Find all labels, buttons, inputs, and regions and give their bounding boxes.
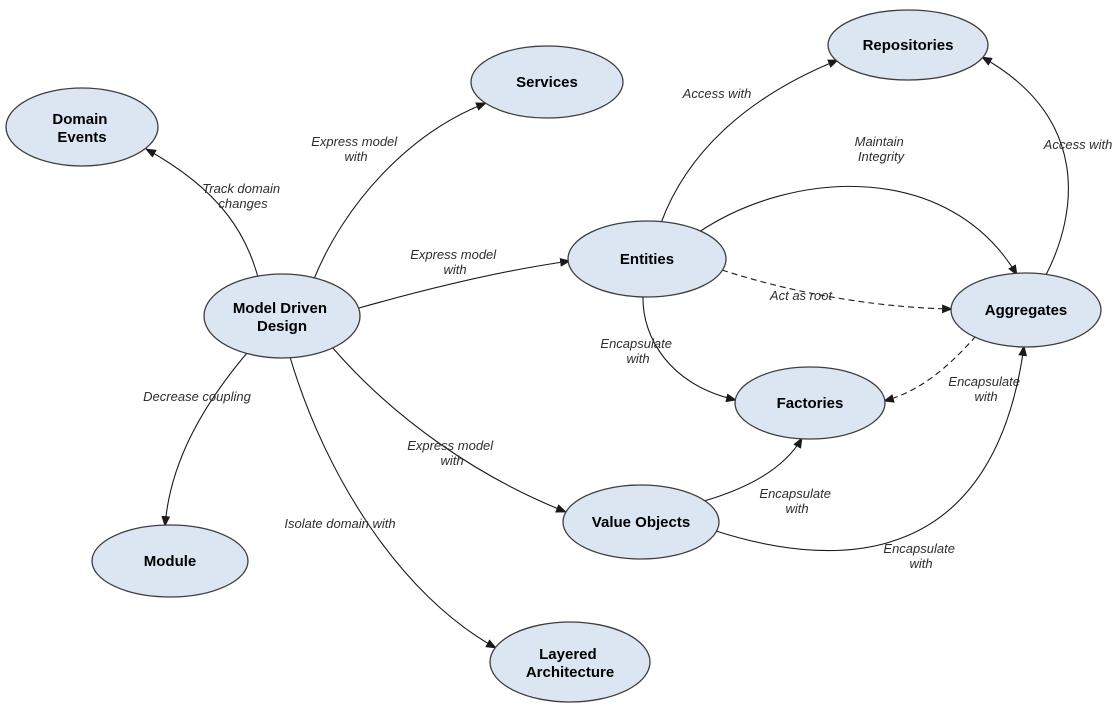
edge-aggregates-factories: Encapsulate with [882,335,1023,404]
node-aggregates-label: Aggregates [985,302,1068,319]
node-entities: Entities [567,220,727,298]
node-domain-events-shape [5,87,159,167]
edge-mdd-domain-events: Track domain changes [145,148,283,282]
node-repositories: Repositories [827,9,989,81]
edge-aggregates-repositories-line [981,56,1069,276]
node-module-label: Module [144,553,197,570]
node-repositories-shape [827,9,989,81]
edge-mdd-domain-events-label: Track domain changes [202,181,283,211]
edge-value-objects-factories-label: Encapsulate with [759,486,834,516]
edge-entities-factories-label: Encapsulate with [600,336,675,366]
node-aggregates-shape [950,272,1102,348]
edge-mdd-services-label: Express model with [311,134,401,164]
edge-mdd-layered-architecture: Isolate domain with [284,356,497,649]
edge-mdd-services: Express model with [311,102,488,280]
edge-mdd-entities: Express model with [358,247,572,309]
node-layered-architecture-label: Layered Architecture [526,646,614,681]
edge-entities-aggregates-integrity-label: Maintain Integrity [855,134,908,164]
node-model-driven-design-shape [203,273,361,359]
edge-mdd-entities-label: Express model with [410,247,500,277]
node-aggregates: Aggregates [950,272,1102,348]
node-layered-architecture: Layered Architecture [489,621,651,703]
edge-mdd-module: Decrease coupling [143,352,252,528]
node-factories-shape [734,366,886,440]
edge-value-objects-aggregates-label: Encapsulate with [883,541,958,571]
edge-mdd-value-objects: Express model with [331,346,568,513]
node-services-label: Services [516,74,578,91]
edge-entities-repositories: Access with [660,59,840,224]
edge-entities-aggregates-root: Act as root [721,269,954,314]
node-services-shape [470,45,624,119]
node-entities-label: Entities [620,251,674,268]
node-factories: Factories [734,366,886,440]
edge-mdd-module-line [161,352,248,528]
node-module-shape [91,524,249,598]
node-domain-events-label: Domain Events [52,111,111,146]
edge-entities-repositories-label: Access with [682,86,752,101]
edge-entities-aggregates-integrity-line [698,185,1018,276]
node-repositories-label: Repositories [863,37,954,54]
edge-aggregates-factories-label: Encapsulate with [948,374,1023,404]
edge-aggregates-factories-line [882,335,977,403]
edge-entities-aggregates-root-line [721,269,954,314]
node-factories-label: Factories [777,395,844,412]
node-value-objects-shape [562,484,720,560]
node-value-objects: Value Objects [562,484,720,560]
edge-value-objects-aggregates: Encapsulate with [715,344,1028,571]
edge-mdd-layered-architecture-line [289,356,497,649]
edge-mdd-value-objects-label: Express model with [407,438,497,468]
node-model-driven-design-label: Model Driven Design [233,300,331,335]
edge-mdd-layered-architecture-label: Isolate domain with [284,516,395,531]
edge-aggregates-repositories: Access with [981,56,1113,276]
node-entities-shape [567,220,727,298]
edge-entities-factories-line [642,295,738,403]
edge-mdd-module-label: Decrease coupling [143,389,251,404]
node-value-objects-label: Value Objects [592,514,690,531]
node-domain-events: Domain Events [5,87,159,167]
node-model-driven-design: Model Driven Design [203,273,361,359]
node-services: Services [470,45,624,119]
node-layered-architecture-shape [489,621,651,703]
edge-mdd-domain-events-line [145,148,260,282]
edge-mdd-services-line [313,102,488,280]
edge-value-objects-factories: Encapsulate with [703,437,834,516]
edge-entities-aggregates-integrity: Maintain Integrity [698,134,1018,276]
edge-mdd-entities-line [358,258,572,309]
edge-aggregates-repositories-label: Access with [1043,137,1113,152]
edge-value-objects-aggregates-line [715,344,1028,552]
edge-value-objects-factories-line [703,437,803,502]
edge-mdd-value-objects-line [331,346,568,513]
edge-entities-repositories-line [660,59,840,224]
edge-entities-aggregates-root-label: Act as root [769,288,834,303]
edge-entities-factories: Encapsulate with [600,295,738,403]
node-module: Module [91,524,249,598]
